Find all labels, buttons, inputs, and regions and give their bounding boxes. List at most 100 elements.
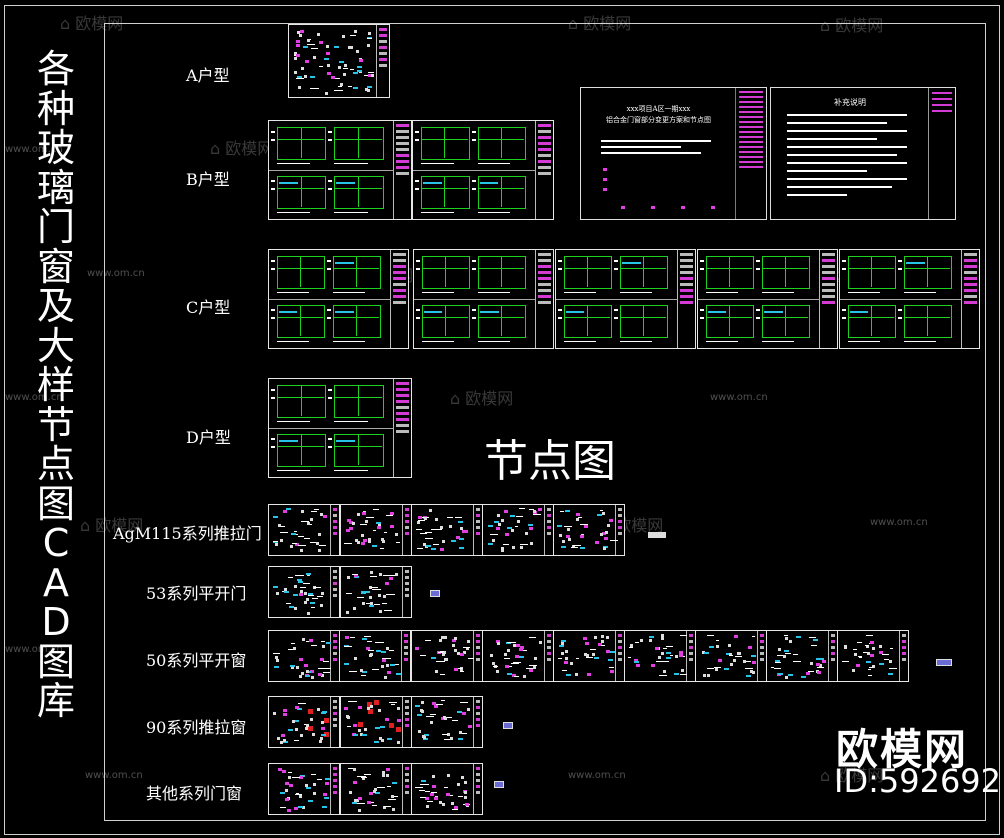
sheet-title-block — [472, 764, 482, 814]
node-detail-sheet[interactable] — [695, 630, 767, 682]
node-detail-sheet[interactable] — [268, 504, 340, 556]
window-elevation — [277, 305, 326, 338]
window-elevation — [762, 305, 811, 338]
sheet-title-block — [329, 764, 339, 814]
window-elevation — [478, 305, 527, 338]
cover-rule — [601, 146, 681, 148]
node-detail-sheet[interactable] — [268, 566, 340, 618]
cover-mark — [621, 206, 625, 209]
node-detail-sheet[interactable] — [482, 630, 554, 682]
window-elevation — [422, 305, 471, 338]
notes-line — [787, 186, 892, 188]
sheet-title-block — [677, 250, 695, 348]
cover-mark — [603, 178, 607, 181]
marker — [648, 532, 666, 538]
elevation-sheet[interactable] — [697, 249, 838, 349]
elevation-sheet[interactable] — [555, 249, 696, 349]
window-elevation — [904, 305, 953, 338]
node-detail-sheet[interactable] — [340, 566, 412, 618]
window-elevation — [706, 256, 755, 289]
node-detail-sheet[interactable] — [339, 630, 411, 682]
node-detail-sheet[interactable] — [268, 763, 340, 815]
watermark-brand: ⌂ 欧模网 — [820, 16, 884, 35]
sheet-title-block — [400, 631, 410, 681]
node-detail-sheet[interactable] — [411, 763, 483, 815]
window-elevation — [421, 176, 470, 209]
notes-line — [787, 178, 907, 180]
watermark-url: www.om.cn — [870, 517, 928, 528]
notes-line — [787, 194, 847, 196]
watermark-url: www.om.cn — [5, 644, 63, 655]
window-elevation — [277, 385, 327, 418]
node-detail-sheet[interactable] — [553, 630, 625, 682]
watermark-url: www.om.cn — [87, 268, 145, 279]
row-label-90: 90系列推拉窗 — [146, 718, 247, 737]
node-detail-sheet[interactable] — [837, 630, 909, 682]
window-elevation — [477, 176, 527, 209]
elevation-sheet[interactable] — [268, 378, 412, 478]
vertical-title-char: 库 — [36, 679, 75, 723]
marker — [494, 781, 504, 788]
row-label-a: A户型 — [186, 66, 230, 85]
elevation-sheet[interactable] — [268, 249, 409, 349]
node-detail-sheet[interactable] — [624, 630, 696, 682]
notes-sheet[interactable]: 补充说明 — [770, 87, 956, 220]
brand-logo: 欧模网 — [836, 725, 969, 774]
node-detail-sheet[interactable] — [482, 504, 554, 556]
sheet-title-block — [535, 121, 553, 219]
watermark-url: www.om.cn — [5, 144, 63, 155]
node-title: 节点图 — [484, 436, 616, 487]
vertical-title-char: 图 — [36, 639, 75, 684]
notes-line — [787, 138, 877, 140]
elevation-sheet[interactable] — [268, 120, 412, 220]
node-detail-sheet[interactable] — [411, 504, 483, 556]
node-detail-sheet[interactable] — [411, 696, 483, 748]
marker — [503, 722, 513, 729]
notes-line — [787, 146, 907, 148]
notes-line — [787, 154, 897, 156]
window-elevation — [904, 256, 953, 289]
sheet-title-block — [329, 567, 339, 617]
node-detail-sheet[interactable] — [340, 696, 412, 748]
window-elevation — [478, 256, 527, 289]
elevation-sheet[interactable] — [413, 249, 554, 349]
cover-sheet[interactable]: xxx项目A区一期xxx 铝合金门窗部分变更方案和节点图 — [580, 87, 767, 220]
vertical-title-char: 窗 — [36, 244, 75, 289]
notes-line — [787, 122, 887, 124]
vertical-title-char: 门 — [36, 205, 75, 249]
node-detail-sheet[interactable] — [288, 24, 390, 98]
sheet-title-block — [390, 250, 408, 348]
node-detail-sheet[interactable] — [268, 630, 340, 682]
node-detail-sheet[interactable] — [411, 630, 483, 682]
row-label-53: 53系列平开门 — [146, 584, 247, 603]
node-detail-sheet[interactable] — [766, 630, 838, 682]
node-detail-sheet[interactable] — [553, 504, 625, 556]
row-label-d: D户型 — [186, 428, 231, 447]
node-detail-sheet[interactable] — [340, 504, 412, 556]
elevation-sheet[interactable] — [412, 120, 554, 220]
sheet-title-block — [543, 631, 553, 681]
node-detail-sheet[interactable] — [340, 763, 412, 815]
watermark-brand: ⌂ 欧模网 — [80, 516, 144, 535]
window-elevation — [620, 305, 669, 338]
sheet-title-block — [543, 505, 553, 555]
sheet-title-block — [827, 631, 837, 681]
sheet-title-block — [329, 631, 339, 681]
elevation-sheet[interactable] — [839, 249, 980, 349]
sheet-title-block — [329, 505, 339, 555]
watermark-brand: ⌂ 欧模网 — [450, 389, 514, 408]
cover-title-block — [735, 88, 766, 219]
vertical-title-char: C — [42, 521, 70, 565]
inner-frame — [104, 23, 986, 821]
sheet-title-block — [392, 121, 411, 219]
node-detail-sheet[interactable] — [268, 696, 340, 748]
cover-rule — [601, 152, 701, 154]
outer-frame — [4, 5, 1000, 835]
sheet-title-block — [329, 697, 339, 747]
notes-title-block — [928, 88, 955, 219]
window-elevation — [422, 256, 471, 289]
row-label-agm115: AgM115系列推拉门 — [113, 524, 262, 543]
watermark-url: www.om.cn — [568, 770, 626, 781]
vertical-title-char: 各 — [36, 47, 75, 91]
row-label-50: 50系列平开窗 — [146, 651, 247, 670]
